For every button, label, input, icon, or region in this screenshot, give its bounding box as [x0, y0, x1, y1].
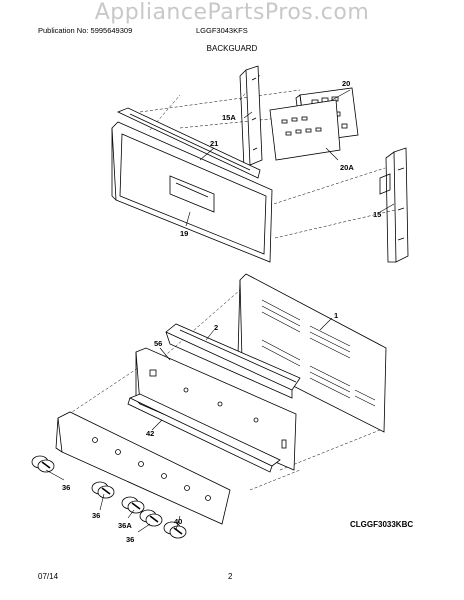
leader-lines: [45, 89, 395, 533]
diagram-code: CLGGF3033KBC: [350, 520, 414, 529]
part-15-right-bracket: [379, 147, 409, 263]
part-15a-left-bracket: [239, 65, 263, 169]
watermark: AppliancePartsPros.com: [94, 0, 370, 25]
page-number: 2: [228, 572, 233, 581]
callout-56: 56: [154, 339, 162, 348]
part-21-trim: [116, 107, 261, 179]
callout-15: 15: [373, 210, 381, 219]
callout-15a: 15A: [222, 113, 236, 122]
knob-4: [139, 509, 163, 527]
part-2-heat-shield: [165, 323, 301, 399]
part-36-knobs: [31, 455, 187, 539]
callout-19: 19: [180, 229, 188, 238]
callout-20: 20: [342, 79, 350, 88]
callout-20a: 20A: [340, 163, 354, 172]
footer-date: 07/14: [38, 572, 59, 581]
part-1-rear-panel: [237, 273, 387, 433]
publication-number: Publication No: 5995649309: [38, 26, 133, 35]
callout-42: 42: [146, 429, 154, 438]
knob-2: [91, 481, 115, 499]
section-title: BACKGUARD: [206, 44, 258, 53]
callout-1: 1: [334, 311, 338, 320]
part-42-bracket: [127, 393, 281, 473]
callout-36a: 36A: [118, 521, 132, 530]
callout-36-lower: 36: [126, 535, 134, 544]
assembly-lines-lower: [59, 289, 381, 491]
callout-40: 40: [174, 517, 182, 526]
callout-2: 2: [214, 323, 218, 332]
knob-3: [121, 496, 145, 514]
model-number: LGGF3043KFS: [196, 26, 248, 35]
callout-36-middle: 36: [92, 511, 100, 520]
callout-36-left: 36: [62, 483, 70, 492]
knob-5: [163, 521, 187, 539]
part-20a-overlay: [269, 99, 341, 161]
knob-1: [31, 455, 55, 473]
part-40-control-panel: [55, 411, 231, 525]
callout-21: 21: [210, 139, 218, 148]
part-19-backguard-panel: [111, 121, 273, 263]
